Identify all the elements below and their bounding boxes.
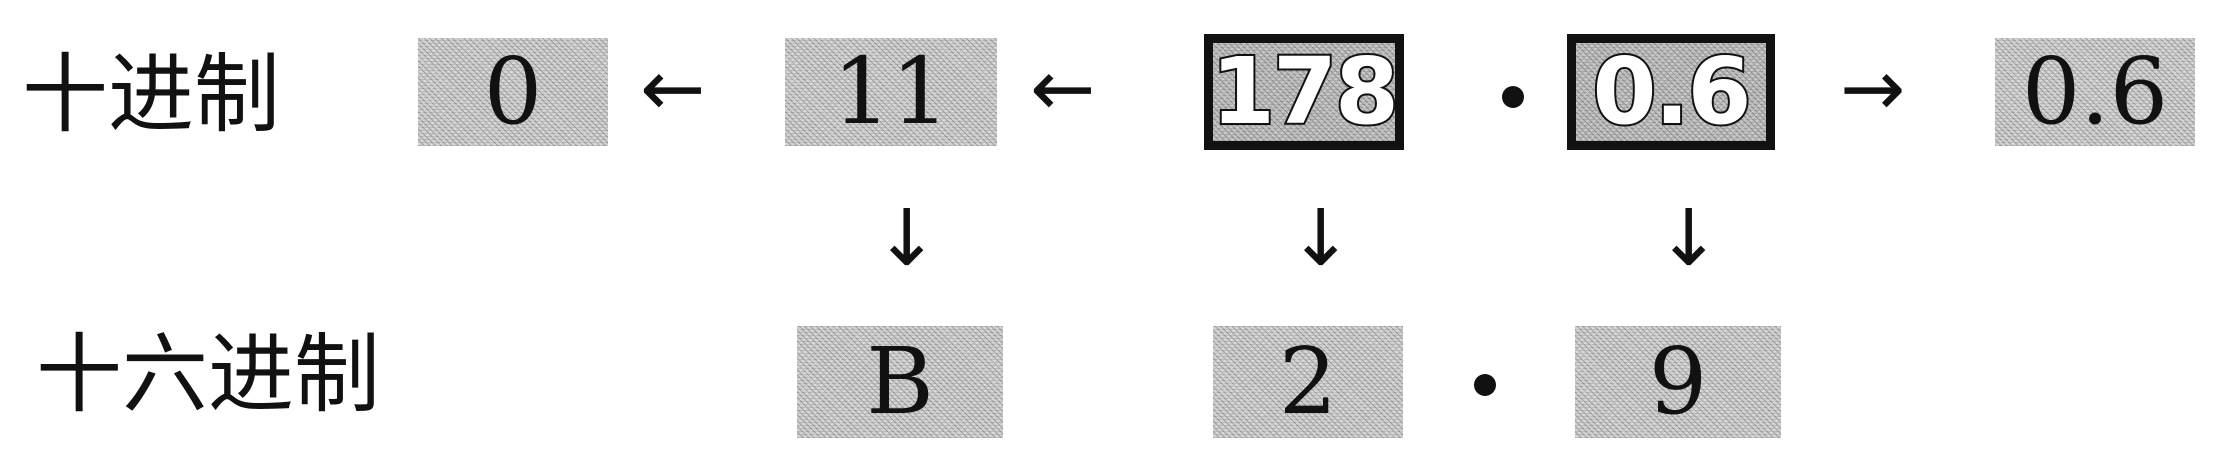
decimal-quotient-final-box: 0: [418, 38, 608, 146]
decimal-row-label: 十进制: [22, 45, 280, 145]
decimal-fraction-remainder-box: 0.6: [1995, 38, 2195, 146]
down-arrow-icon: ↓: [1288, 194, 1354, 284]
down-arrow-icon: ↓: [874, 194, 940, 284]
decimal-fraction-part-box: 0.6: [1567, 34, 1775, 150]
decimal-point-dot: [1502, 86, 1524, 108]
decimal-integer-part-box: 178: [1204, 34, 1404, 150]
decimal-quotient-mid-box: 11: [785, 38, 997, 146]
down-arrow-icon: ↓: [1656, 194, 1722, 284]
left-arrow-icon: ←: [1030, 44, 1096, 134]
right-arrow-icon: →: [1840, 44, 1906, 134]
hex-digit-b-box: B: [797, 326, 1003, 438]
hex-digit-2-box: 2: [1213, 326, 1403, 438]
hex-row-label: 十六进制: [36, 325, 380, 425]
left-arrow-icon: ←: [640, 44, 706, 134]
hex-point-dot: [1474, 374, 1496, 396]
hex-fraction-digit-box: 9: [1575, 326, 1781, 438]
